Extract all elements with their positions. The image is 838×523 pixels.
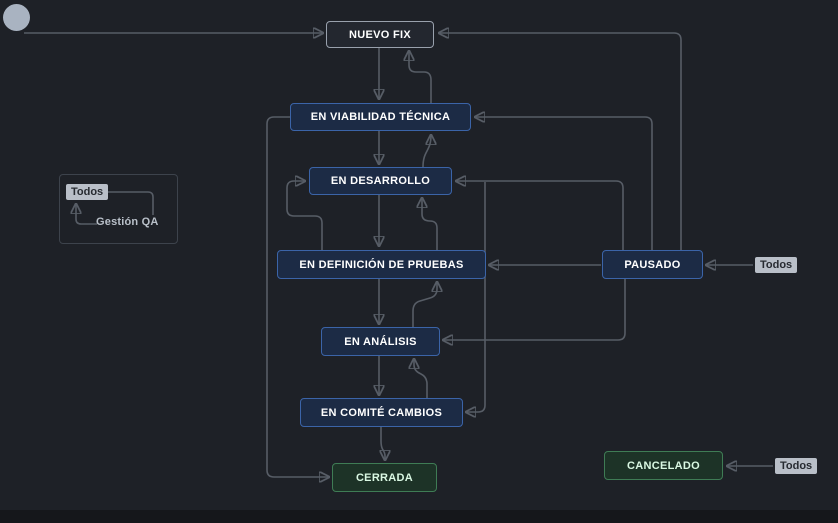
transition-pausado-to-nuevo-fix[interactable] xyxy=(439,33,682,250)
gestion-qa-loop-in[interactable] xyxy=(104,191,154,215)
transition-en-definicion-de-pruebas-to-en-desarrollo-bottom[interactable] xyxy=(422,198,438,250)
status-node-en-definicion-de-pruebas[interactable]: EN DEFINICIÓN DE PRUEBAS xyxy=(277,250,486,279)
initial-node-circle[interactable] xyxy=(3,4,30,31)
status-label-gestion-qa[interactable]: Gestión QA xyxy=(96,216,159,228)
transition-pausado-to-en-viabilidad-tecnica[interactable] xyxy=(475,117,653,250)
status-node-en-analisis[interactable]: EN ANÁLISIS xyxy=(321,327,440,356)
canvas-bottom-edge xyxy=(0,510,838,523)
transition-en-analisis-to-en-definicion-de-pruebas[interactable] xyxy=(412,282,437,327)
transition-label-todos-gestion-qa[interactable]: Todos xyxy=(66,184,109,200)
status-node-cerrada[interactable]: CERRADA xyxy=(332,463,437,492)
transition-pausado-to-en-desarrollo[interactable] xyxy=(456,181,624,250)
status-node-en-comite-cambios[interactable]: EN COMITÉ CAMBIOS xyxy=(300,398,463,427)
status-node-nuevo-fix[interactable]: NUEVO FIX xyxy=(326,21,434,48)
status-node-cancelado[interactable]: CANCELADO xyxy=(604,451,723,480)
gestion-qa-loop-out[interactable] xyxy=(76,204,97,225)
status-node-pausado[interactable]: PAUSADO xyxy=(602,250,703,279)
transition-en-desarrollo-to-en-viabilidad-tecnica[interactable] xyxy=(422,135,431,168)
transition-pausado-to-en-comite-cambios[interactable] xyxy=(466,182,486,412)
transition-en-definicion-de-pruebas-to-en-desarrollo-left[interactable] xyxy=(286,181,323,250)
gestion-qa-loop-group[interactable] xyxy=(59,174,178,244)
status-node-en-desarrollo[interactable]: EN DESARROLLO xyxy=(309,167,452,195)
transition-en-viabilidad-tecnica-to-nuevo-fix[interactable] xyxy=(409,51,432,103)
transition-en-comite-cambios-to-en-analisis[interactable] xyxy=(414,359,428,398)
transition-en-viabilidad-tecnica-to-cerrada[interactable] xyxy=(266,116,329,477)
status-node-en-viabilidad-tecnica[interactable]: EN VIABILIDAD TÉCNICA xyxy=(290,103,471,131)
transition-label-todos-cancelado[interactable]: Todos xyxy=(775,458,818,474)
transition-label-todos-pausado[interactable]: Todos xyxy=(755,257,798,273)
transition-en-comite-cambios-to-cerrada[interactable] xyxy=(381,427,385,460)
transition-pausado-to-en-analisis[interactable] xyxy=(443,279,626,340)
